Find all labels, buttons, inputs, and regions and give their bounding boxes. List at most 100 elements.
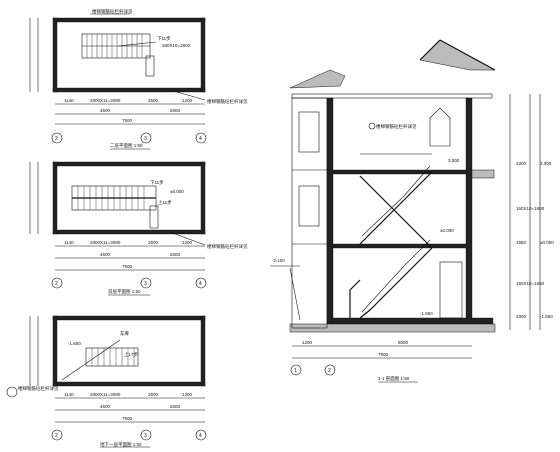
plan3-dim-total-2: 2600 — [170, 404, 181, 409]
plan3-title: 地下一层平面图 1:50 — [100, 441, 142, 448]
plan3-detail-marker — [6, 386, 18, 398]
section-dim-overall: 7800 — [378, 352, 389, 357]
plan2-title: 首层平面图 1:50 — [108, 288, 141, 295]
plan2-dim-3: 2600 — [148, 240, 159, 245]
section-axis-2 — [324, 364, 336, 376]
plan2-wall-right — [200, 161, 206, 235]
landing-lower — [349, 279, 361, 318]
handrail-lower — [361, 239, 431, 313]
plan1-step-label: 280X10=2800 — [162, 43, 191, 48]
plan-ground-floor: 下11步 上11步 ±0.000 楼梯钢筋砼栏杆详见 1140 2800X11=… — [29, 161, 248, 296]
svg-text:3: 3 — [144, 433, 147, 439]
plan1-wall-right — [200, 17, 206, 93]
svg-text:2: 2 — [55, 136, 58, 142]
plan1-axis-3 — [140, 132, 152, 144]
plan1-dim-total-1: 4600 — [100, 108, 111, 113]
section-level-basement: -1.650 — [420, 311, 433, 316]
svg-text:4: 4 — [199, 433, 202, 439]
plan3-dim-4: 1200 — [182, 392, 193, 397]
section-rdim-5: 3300 — [516, 314, 527, 319]
section-eave — [291, 93, 493, 99]
plan1-axis-2 — [51, 132, 63, 144]
slab-basement — [332, 317, 494, 325]
svg-text:2: 2 — [55, 281, 58, 287]
plan1-dim-overall: 7500 — [122, 118, 133, 123]
section-level-exterior: -2.100 — [272, 258, 285, 263]
section-level-zero: ±0.000 — [440, 228, 454, 233]
plan2-dim-overall: 7500 — [122, 264, 133, 269]
svg-text:4: 4 — [199, 136, 202, 142]
section-dim-2: 6600 — [398, 340, 409, 345]
plan3-axis-3 — [140, 429, 152, 441]
svg-text:3: 3 — [144, 136, 147, 142]
door — [439, 261, 463, 319]
svg-text:3: 3 — [144, 281, 147, 287]
slab-2 — [332, 169, 467, 175]
plan-second-floor: 下11步 280X10=2800 楼梯钢筋砼栏杆详见 楼梯钢筋砼栏杆详见 114… — [29, 8, 248, 150]
section-note-marker — [368, 122, 376, 130]
plan1-dim-1: 1140 — [64, 98, 74, 103]
plan1-wall-bottom — [52, 87, 206, 93]
section-rdim-4: 160X10=1650 — [516, 281, 545, 286]
flight-middle — [359, 175, 433, 249]
section-right-wall — [465, 97, 473, 329]
section-rdim-2: 160X10=1600 — [516, 206, 545, 211]
handrail-upper — [361, 165, 431, 237]
section-rlevel-3: -1.650 — [540, 314, 553, 319]
plan2-axis-4 — [195, 277, 207, 289]
plan1-wall-left — [52, 17, 58, 93]
plan2-dim-2: 2800X11=3080 — [90, 240, 121, 245]
section-axis-1 — [290, 364, 302, 376]
svg-text:4: 4 — [199, 281, 202, 287]
plan3-wall-right — [200, 315, 206, 387]
plan1-dim-2: 2800X11=3080 — [90, 98, 121, 103]
section-note: 楼梯钢筋砼栏杆详见 — [376, 123, 417, 130]
plan2-dim-total-2: 2600 — [170, 252, 181, 257]
plan3-wall-left — [52, 315, 58, 387]
plan-basement: 车库 -1.650 上17步 楼梯钢筋砼栏杆详见 1140 2800X11=30… — [6, 315, 207, 448]
svg-text:2: 2 — [55, 433, 58, 439]
ground-fill — [289, 323, 496, 333]
window-middle — [298, 185, 320, 227]
balcony — [471, 169, 495, 179]
plan3-wall-top — [52, 315, 206, 321]
plan2-axis-2 — [51, 277, 63, 289]
plan1-dim-total-2: 2600 — [170, 108, 181, 113]
section-left-wall — [326, 97, 334, 329]
window-upper — [298, 111, 320, 153]
plan2-up-label: 下11步 — [150, 180, 164, 186]
section-level-upper: 3.300 — [448, 158, 460, 163]
slab-1 — [332, 243, 467, 249]
roof-left — [289, 69, 346, 89]
plan2-dim-1: 1140 — [64, 240, 74, 245]
plan3-room: 车库 — [120, 330, 129, 337]
section-title: 1-1 剖面图 1:50 — [378, 375, 410, 382]
plan2-wall-top — [52, 161, 206, 167]
plan3-axis-4 — [195, 429, 207, 441]
plan3-stair-flight — [85, 347, 139, 367]
plan1-axis-4 — [195, 132, 207, 144]
plan3-dim-3: 2600 — [148, 392, 159, 397]
plan2-side-note: 楼梯钢筋砼栏杆详见 — [207, 243, 248, 250]
plan1-dim-3: 2600 — [148, 98, 159, 103]
plan3-level: -1.650 — [68, 341, 81, 346]
section-rlevel-1: 3.300 — [540, 161, 552, 166]
plan1-side-note: 楼梯钢筋砼栏杆详见 — [207, 98, 248, 105]
section-dim-1: 1200 — [302, 340, 313, 345]
flight-upper — [359, 171, 433, 245]
plan2-axis-3 — [140, 277, 152, 289]
plan1-title: 二层平面图 1:50 — [110, 143, 143, 149]
plan2-dim-total-1: 4600 — [100, 252, 111, 257]
plan3-dim-total-1: 4600 — [100, 404, 111, 409]
plan1-dim-4: 1200 — [182, 98, 193, 103]
plan2-level: ±0.000 — [170, 189, 184, 194]
flight-lower — [359, 247, 433, 319]
section-rdim-1: 3300 — [516, 161, 527, 166]
plan2-wall-bottom — [52, 229, 206, 235]
left-bay — [291, 97, 328, 329]
plan3-side-note: 楼梯钢筋砼栏杆详见 — [18, 385, 59, 392]
plan1-up-label: 下11步 — [157, 36, 171, 42]
arched-window — [429, 107, 451, 147]
section-rlevel-2: ±0.000 — [540, 240, 554, 245]
